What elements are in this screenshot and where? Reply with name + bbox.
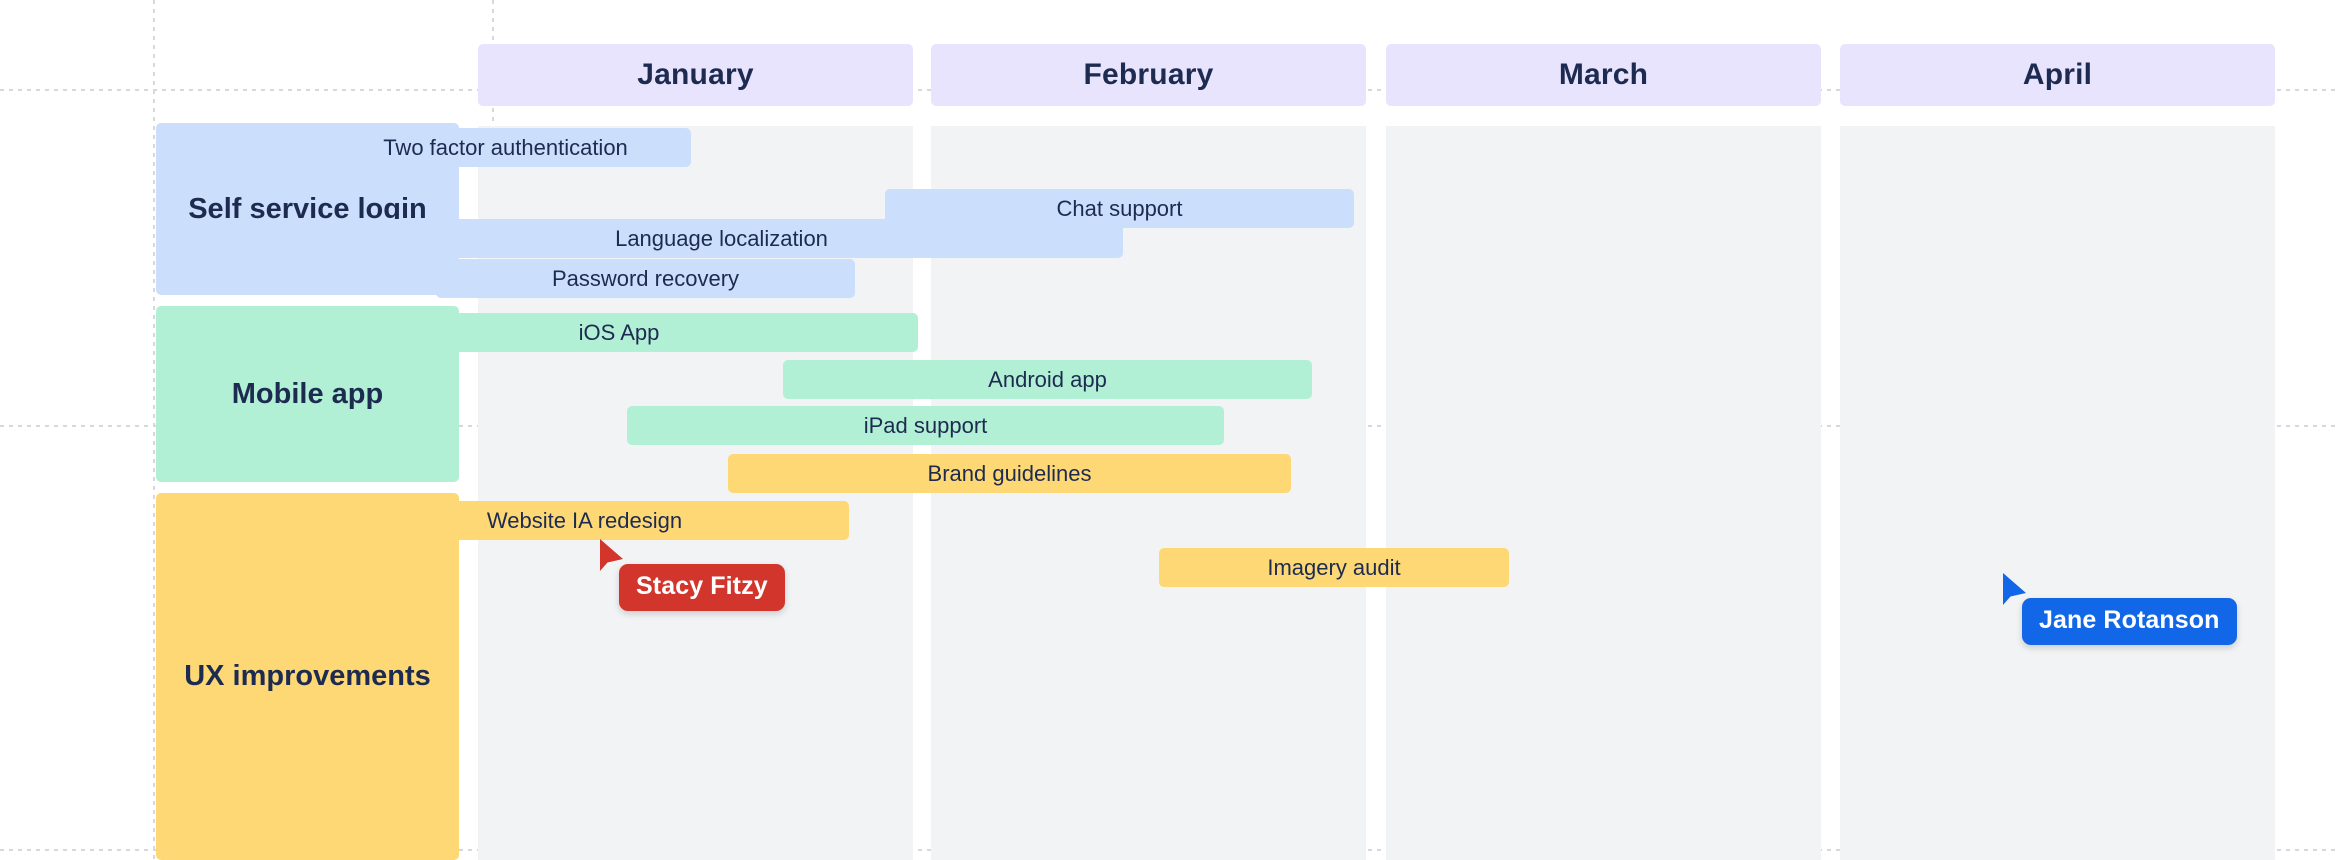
- month-label: January: [637, 58, 754, 91]
- task-bar-password-recovery[interactable]: Password recovery: [436, 259, 855, 298]
- column-band-march: [1386, 126, 1821, 860]
- cursor-pointer-icon: [600, 539, 623, 571]
- task-label: Imagery audit: [1267, 554, 1401, 580]
- alignment-guide-vertical: [153, 0, 155, 860]
- cursor-pointer-icon: [2003, 573, 2026, 605]
- column-band-april: [1840, 126, 2275, 860]
- task-bar-ipad-support[interactable]: iPad support: [627, 406, 1224, 445]
- month-header-january[interactable]: January: [478, 44, 913, 106]
- task-label: iOS App: [578, 319, 660, 345]
- month-label: February: [1083, 58, 1214, 91]
- task-bar-brand-guidelines[interactable]: Brand guidelines: [728, 454, 1291, 493]
- month-label: March: [1558, 58, 1649, 91]
- task-bar-ios-app[interactable]: iOS App: [320, 313, 918, 352]
- task-bar-website-ia-redesign[interactable]: Website IA redesign: [320, 501, 849, 540]
- task-label: Language localization: [615, 225, 828, 251]
- cursor-name-chip: Stacy Fitzy: [619, 564, 785, 611]
- cursor-name-chip: Jane Rotanson: [2022, 598, 2237, 645]
- month-header-february[interactable]: February: [931, 44, 1366, 106]
- month-label: April: [2022, 58, 2093, 91]
- month-header-march[interactable]: March: [1386, 44, 1821, 106]
- task-bar-language-localization[interactable]: Language localization: [320, 219, 1123, 258]
- task-label: iPad support: [863, 412, 988, 438]
- task-label: Password recovery: [551, 265, 740, 291]
- group-label-ux-improvements[interactable]: UX improvements: [156, 493, 459, 860]
- task-label: Chat support: [1056, 195, 1183, 221]
- group-label-text: Mobile app: [231, 377, 384, 410]
- task-bar-imagery-audit[interactable]: Imagery audit: [1159, 548, 1509, 587]
- task-label: Two factor authentication: [383, 134, 628, 160]
- task-label: Website IA redesign: [486, 507, 683, 533]
- task-bar-android-app[interactable]: Android app: [783, 360, 1312, 399]
- cursor-name-label: Jane Rotanson: [2039, 606, 2220, 634]
- cursor-name-label: Stacy Fitzy: [636, 572, 768, 600]
- group-label-text: UX improvements: [184, 660, 431, 693]
- month-header-april[interactable]: April: [1840, 44, 2275, 106]
- task-bar-two-factor-authentication[interactable]: Two factor authentication: [320, 128, 691, 167]
- task-label: Brand guidelines: [927, 460, 1092, 486]
- task-label: Android app: [988, 366, 1107, 392]
